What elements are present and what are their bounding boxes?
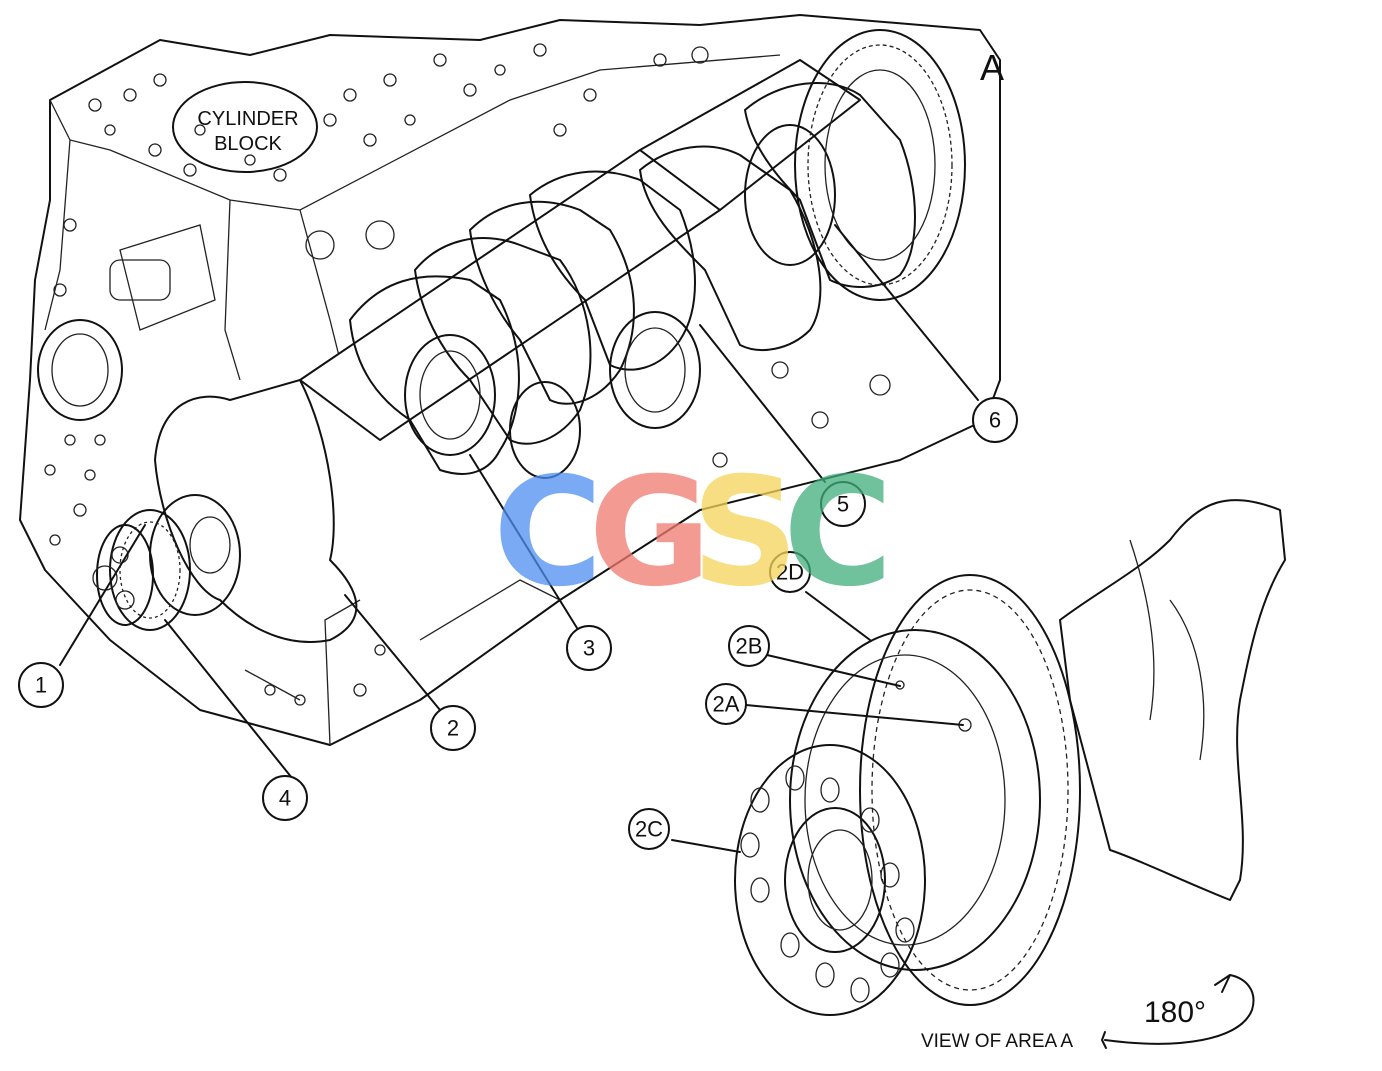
cylinder-block-label: CYLINDER BLOCK: [172, 81, 318, 173]
crankshaft-drawing: [92, 29, 966, 643]
callout-5-label: 5: [837, 492, 849, 517]
callout-4: 4: [262, 775, 308, 821]
callout-2a-label: 2A: [713, 692, 740, 717]
callout-1: 1: [18, 662, 64, 708]
callout-2c: 2C: [628, 808, 670, 850]
rotation-arrow: [1101, 974, 1255, 1049]
cylinder-block-label-line-2: BLOCK: [214, 133, 282, 155]
callout-2-label: 2: [447, 716, 459, 741]
callout-2d-label: 2D: [776, 560, 804, 585]
rotation-label: 180°: [1144, 996, 1206, 1029]
watermark-logo: C G S C: [493, 446, 893, 620]
callout-2a: 2A: [705, 683, 747, 725]
area-a-marker: A: [980, 47, 1004, 88]
watermark-letter-2: G: [588, 446, 711, 620]
watermark-letter-1: C: [493, 446, 603, 620]
callout-1-label: 1: [35, 673, 47, 698]
callout-6: 6: [972, 397, 1018, 443]
area-a-detail-drawing: [734, 499, 1286, 1016]
cylinder-block-label-line-1: CYLINDER: [197, 108, 298, 130]
callout-5: 5: [820, 481, 866, 527]
leader-lines: [59, 224, 979, 853]
watermark-letter-3: S: [691, 446, 799, 620]
callout-3-label: 3: [583, 636, 595, 661]
callout-4-label: 4: [279, 786, 291, 811]
callout-3: 3: [566, 625, 612, 671]
callout-6-label: 6: [989, 408, 1001, 433]
callout-2c-label: 2C: [635, 817, 663, 842]
callout-2: 2: [430, 705, 476, 751]
callout-2b-label: 2B: [736, 634, 763, 659]
callout-2d: 2D: [769, 551, 811, 593]
callout-2b: 2B: [728, 625, 770, 667]
view-of-area-caption: VIEW OF AREA A: [921, 1031, 1073, 1052]
cylinder-block-drawing: [19, 14, 1001, 746]
watermark-letter-4: C: [783, 446, 893, 620]
